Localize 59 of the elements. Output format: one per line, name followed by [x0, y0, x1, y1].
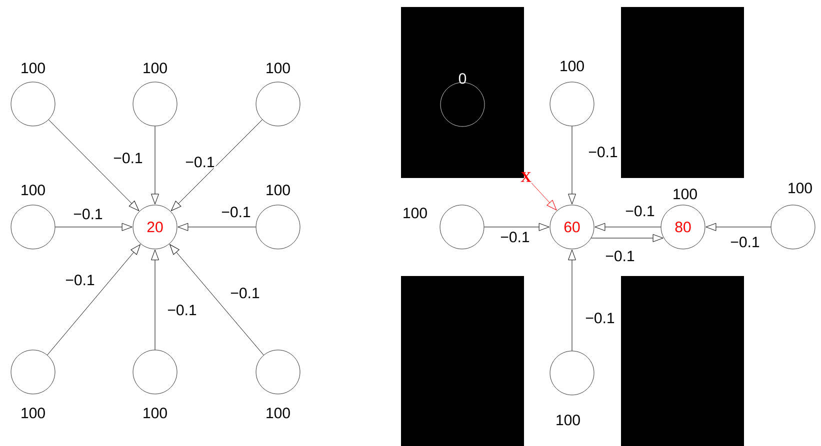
edge-label: −0.1 — [584, 312, 616, 324]
edge-label: −0.1 — [587, 146, 619, 158]
value-label: 100 — [674, 188, 697, 200]
empty-circle — [132, 82, 178, 126]
obstacle-block — [621, 276, 744, 446]
obstacle-block — [401, 276, 524, 446]
arrow — [531, 182, 557, 210]
value-label: 100 — [144, 62, 167, 74]
empty-circle — [132, 350, 178, 394]
empty-circle — [770, 204, 816, 250]
edge-label: −0.1 — [624, 204, 656, 218]
value-label: 100 — [788, 182, 812, 194]
arrow — [151, 250, 159, 350]
value-label: 100 — [144, 408, 167, 418]
empty-circle — [550, 350, 594, 396]
arrow — [151, 126, 159, 204]
node-label: X — [520, 172, 532, 182]
arrow — [568, 250, 576, 352]
value-label: 100 — [266, 408, 290, 418]
empty-circle — [10, 204, 56, 250]
arrow — [484, 223, 550, 231]
obstacle-block — [621, 7, 744, 178]
edge-label: −0.1 — [729, 236, 761, 248]
value-label: 100 — [404, 208, 427, 218]
arrow — [590, 234, 664, 242]
arrow — [594, 223, 662, 231]
empty-circle — [440, 82, 485, 127]
value-label: 100 — [266, 184, 290, 196]
edge-label: −0.1 — [72, 208, 104, 220]
empty-circle — [10, 350, 56, 394]
value-label: 100 — [22, 62, 45, 74]
arrow — [170, 244, 264, 356]
arrow — [170, 119, 263, 212]
empty-circle — [256, 82, 300, 126]
value-label: 100 — [556, 414, 580, 426]
empty-circle — [440, 204, 484, 250]
value-label: 100 — [22, 408, 45, 418]
arrow — [47, 244, 140, 356]
empty-circle — [10, 82, 56, 126]
empty-circle — [256, 204, 300, 250]
edge-label: −0.1 — [166, 304, 198, 316]
edge-label: −0.1 — [229, 286, 261, 300]
arrow — [706, 223, 772, 231]
arrow — [568, 126, 576, 204]
arrow — [54, 223, 132, 231]
value-label: 100 — [560, 60, 584, 72]
edge-label: −0.1 — [64, 274, 96, 286]
arrow — [48, 120, 140, 211]
value-label: 0 — [458, 73, 466, 84]
edge-label: −0.1 — [184, 156, 216, 168]
value-label: 100 — [266, 62, 290, 74]
empty-circle — [256, 350, 300, 394]
empty-circle — [550, 82, 594, 126]
edge-label: −0.1 — [112, 152, 144, 164]
edge-label: −0.1 — [604, 250, 636, 262]
edge-label: −0.1 — [220, 206, 252, 218]
edge-label: −0.1 — [499, 230, 531, 244]
arrow — [178, 223, 256, 231]
value-label: 100 — [22, 184, 45, 196]
